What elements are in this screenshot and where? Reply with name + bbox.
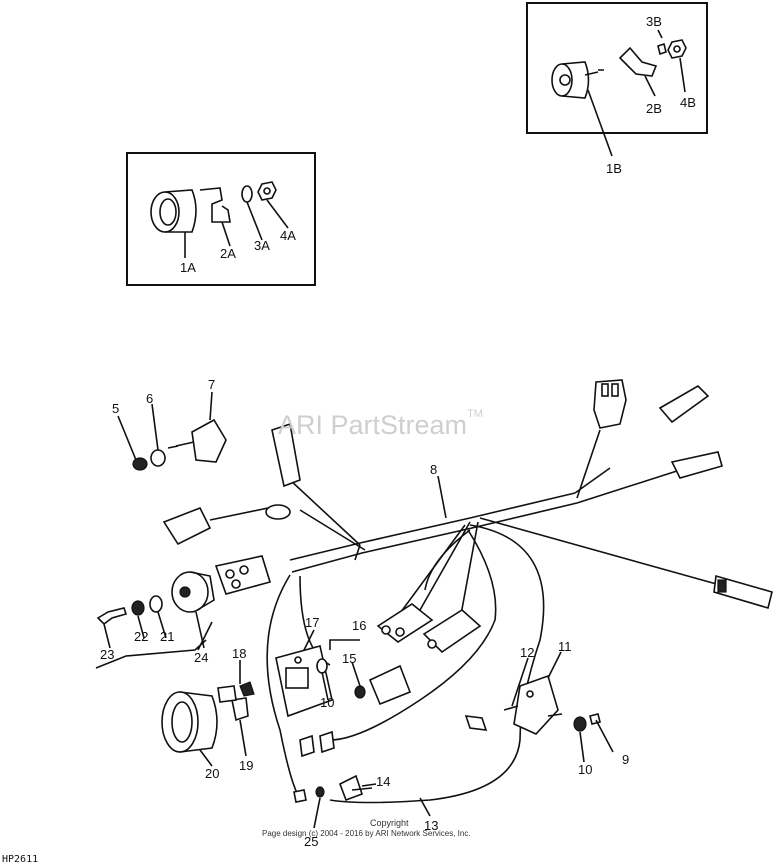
key-switch-24-icon[interactable] <box>171 571 215 613</box>
callout-25: 25 <box>304 834 318 849</box>
harness-connector-upper-right-icon[interactable] <box>658 384 710 424</box>
callout-24: 24 <box>194 650 208 665</box>
callout-8: 8 <box>430 462 437 477</box>
nut-4b-icon[interactable] <box>667 39 687 59</box>
relay-15-icon[interactable] <box>368 664 412 706</box>
inset-a: 1A 2A 3A 4A <box>126 152 316 286</box>
wiring-harness-8[interactable] <box>266 429 721 804</box>
switch-11-icon[interactable] <box>503 674 563 735</box>
callout-6: 6 <box>146 391 153 406</box>
nut-10-upper-icon[interactable] <box>316 658 328 674</box>
callout-4a: 4A <box>280 228 296 243</box>
inset-b-frame <box>526 2 708 134</box>
terminal-pair-icon[interactable] <box>299 730 335 758</box>
washer-3a-icon[interactable] <box>241 185 253 203</box>
callout-13: 13 <box>424 818 438 833</box>
inset-a-frame <box>126 152 316 286</box>
terminal-lower-left-icon[interactable] <box>293 789 307 803</box>
callout-4b: 4B <box>680 95 696 110</box>
nut-22-icon[interactable] <box>131 600 145 616</box>
callout-23: 23 <box>100 647 114 662</box>
callout-1a: 1A <box>180 260 196 275</box>
bolt-25-icon[interactable] <box>315 786 325 798</box>
callout-10-lower: 10 <box>578 762 592 777</box>
copyright-label: Copyright <box>370 818 409 828</box>
harness-connector-mid-right-icon[interactable] <box>670 451 723 479</box>
switch-7-icon[interactable] <box>167 418 227 463</box>
harness-connector-upper-left-icon[interactable] <box>271 422 301 488</box>
callout-19: 19 <box>239 758 253 773</box>
nut-15-icon[interactable] <box>354 685 366 699</box>
callout-7: 7 <box>208 377 215 392</box>
key-23-icon[interactable] <box>96 607 128 626</box>
figure-reference: HP2611 <box>2 854 39 865</box>
gauge-1a-icon[interactable] <box>150 189 197 233</box>
harness-connector-left-icon[interactable] <box>214 555 272 595</box>
callout-11: 11 <box>558 639 572 654</box>
callout-2b: 2B <box>646 101 662 116</box>
washer-21-icon[interactable] <box>149 595 163 613</box>
watermark-text: ARI PartStream <box>278 410 468 440</box>
watermark-trademark: TM <box>467 408 483 420</box>
nut-10-lower-icon[interactable] <box>573 716 587 732</box>
callout-15: 15 <box>342 651 356 666</box>
screw-9-icon[interactable] <box>589 713 601 725</box>
copyright-notice: Page design (c) 2004 - 2016 by ARI Netwo… <box>262 829 471 838</box>
relay-socket-pair-icon[interactable] <box>376 603 482 654</box>
clamp-2a-icon[interactable] <box>199 187 231 223</box>
screw-18-icon[interactable] <box>239 681 255 697</box>
harness-connector-top-icon[interactable] <box>593 379 627 429</box>
harness-connector-lower-right-icon[interactable] <box>713 574 773 610</box>
callout-12: 12 <box>520 645 534 660</box>
callout-14: 14 <box>376 774 390 789</box>
callout-3a: 3A <box>254 238 270 253</box>
nut-4a-icon[interactable] <box>257 181 277 201</box>
clamp-19-icon[interactable] <box>217 685 249 722</box>
callout-1b: 1B <box>606 161 622 176</box>
callout-17: 17 <box>305 615 319 630</box>
callout-20: 20 <box>205 766 219 781</box>
callout-5: 5 <box>112 401 119 416</box>
callout-16: 16 <box>352 618 366 633</box>
switch-14-icon[interactable] <box>338 774 377 802</box>
callout-22: 22 <box>134 629 148 644</box>
inset-b: 1B 2B 3B 4B <box>526 2 708 176</box>
nut-5-icon[interactable] <box>132 457 148 471</box>
gauge-1b-icon[interactable] <box>551 61 604 99</box>
callout-21: 21 <box>160 629 174 644</box>
gauge-20-icon[interactable] <box>161 691 218 753</box>
callout-18: 18 <box>232 646 246 661</box>
callout-3b: 3B <box>646 14 662 29</box>
clamp-2b-icon[interactable] <box>618 46 658 77</box>
callout-2a: 2A <box>220 246 236 261</box>
washer-6-icon[interactable] <box>150 449 166 467</box>
washer-3b-icon[interactable] <box>657 42 667 56</box>
watermark: ARI PartStreamTM <box>278 408 483 441</box>
callout-10-upper: 10 <box>320 695 334 710</box>
callout-9: 9 <box>622 752 629 767</box>
terminal-12-icon[interactable] <box>464 715 488 731</box>
ring-terminal-icon[interactable] <box>162 504 291 546</box>
